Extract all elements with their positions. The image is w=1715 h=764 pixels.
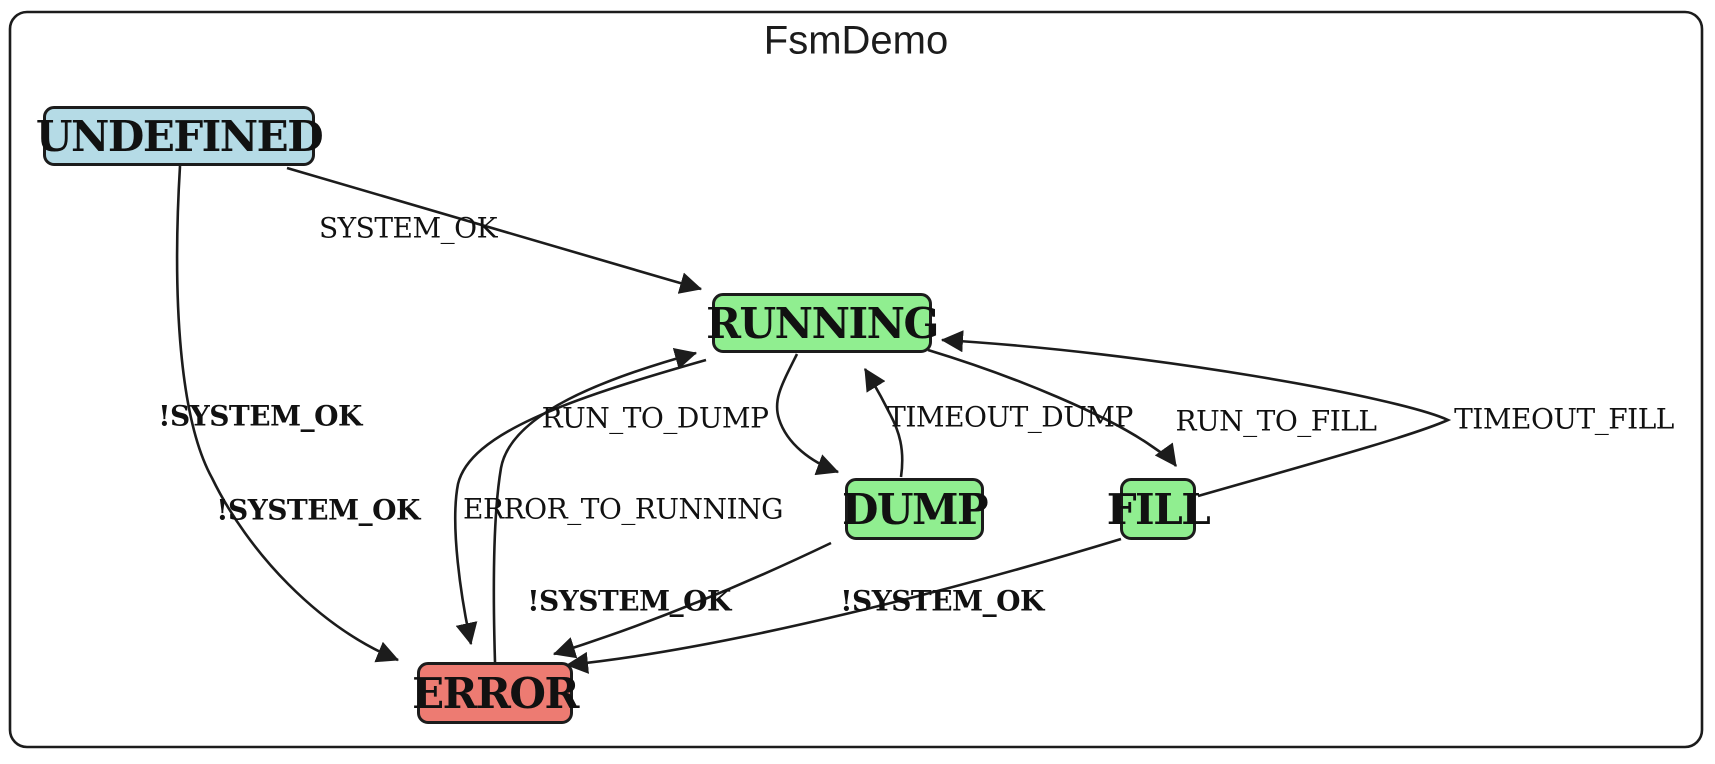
transition-label-system-ok: SYSTEM_OK [318, 211, 498, 245]
transition-label-error-to-running: ERROR_TO_RUNNING [463, 492, 783, 526]
edge-undefined-running [286, 166, 703, 294]
transition-label-timeout-dump: TIMEOUT_DUMP [887, 400, 1133, 434]
transition-label-not-system-ok-running: !SYSTEM_OK [216, 493, 420, 527]
edge-running-fill [927, 348, 1178, 467]
edge-fill-running [940, 330, 1452, 498]
edge-dump-running [863, 368, 904, 478]
state-node-error: ERROR [412, 662, 579, 724]
state-node-undefined: UNDEFINED [36, 106, 324, 166]
transition-label-run-to-fill: RUN_TO_FILL [1175, 404, 1378, 438]
diagram-border [8, 10, 1704, 749]
state-node-running: RUNNING [706, 293, 939, 353]
transition-label-not-system-ok-dump: !SYSTEM_OK [527, 584, 731, 618]
transition-label-not-system-ok-undefined: !SYSTEM_OK [158, 399, 362, 433]
state-node-fill: FILL [1107, 478, 1211, 540]
edge-undefined-error [175, 165, 400, 663]
diagram-title: FsmDemo [763, 18, 949, 63]
edge-error-running [492, 347, 698, 663]
state-node-dump: DUMP [842, 478, 989, 540]
edge-fill-error [565, 537, 1122, 674]
edge-dump-error [552, 541, 832, 659]
transition-label-run-to-dump: RUN_TO_DUMP [541, 401, 769, 435]
transition-label-timeout-fill: TIMEOUT_FILL [1454, 402, 1674, 436]
edge-running-dump [775, 353, 840, 476]
edge-running-error [453, 358, 707, 646]
transition-label-not-system-ok-fill: !SYSTEM_OK [840, 584, 1044, 618]
